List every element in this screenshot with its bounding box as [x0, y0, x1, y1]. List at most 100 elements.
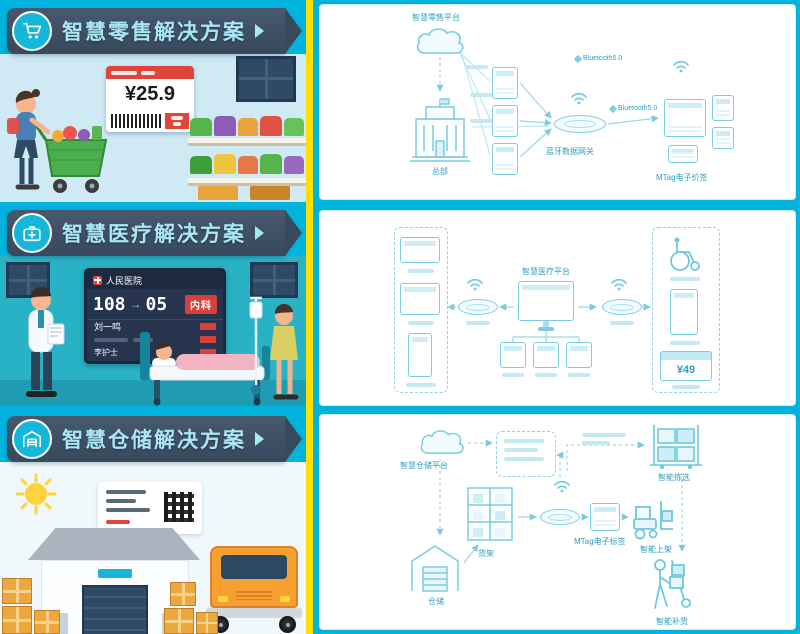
bluetooth-text: Bluetooth5.0: [583, 55, 623, 62]
shelf-label: 货架: [478, 549, 494, 558]
text-placeholder-bar: [582, 441, 610, 445]
bedside-card-header: [661, 352, 711, 360]
medical-icon-circle: [12, 213, 52, 253]
produce-item: [260, 154, 282, 174]
headquarters-building-icon: [410, 98, 470, 162]
text-placeholder-bar: [94, 337, 128, 342]
bluetooth-label: Bluetooth5.0: [573, 54, 623, 63]
text-placeholder-bar: [466, 321, 490, 325]
bluetooth-icon: [573, 54, 583, 63]
produce-item: [214, 116, 236, 136]
cloud-icon: [420, 430, 464, 454]
mtag-label: MTag电子价签: [656, 173, 708, 182]
bedside-card-icon: ¥49: [660, 351, 712, 381]
text-placeholder-bar: [470, 93, 492, 97]
queue-display-board: 人民医院 108 → 05 内科 刘一鸣 李护士: [84, 268, 226, 364]
esl-header: [106, 66, 194, 79]
cargo-box: [2, 606, 32, 634]
text-placeholder-bar: [106, 499, 136, 503]
window: [236, 56, 296, 102]
cargo-box: [164, 608, 194, 634]
red-cross-icon: [93, 275, 102, 285]
warehouse-diagram-panel: 智慧仓储平台 仓储 货架: [319, 414, 796, 630]
text-placeholder-bar: [408, 321, 434, 325]
banner-warehouse: 智慧仓储解决方案: [7, 416, 302, 462]
text-placeholder-bar: [504, 439, 544, 443]
produce-crate: [250, 186, 290, 200]
room-devices-group: [394, 227, 448, 393]
produce-item: [238, 118, 258, 136]
produce-crate: [198, 186, 238, 200]
patient-row: 李护士: [87, 346, 223, 359]
retail-illustration: ¥25.9: [0, 54, 306, 202]
warehouse-esl-card: [98, 482, 202, 534]
cargo-box: [34, 610, 60, 634]
wifi-icon: [673, 60, 689, 73]
produce-item: [214, 154, 236, 174]
wheelchair-icon: [670, 237, 700, 271]
smart-picking-label: 智能拣选: [658, 473, 690, 482]
warehouse-mtag-label: MTag电子标签: [574, 537, 626, 546]
banner-warehouse-title: 智慧仓储解决方案: [62, 429, 246, 452]
cargo-box: [170, 582, 196, 606]
retail-icon-circle: [12, 11, 52, 51]
text-placeholder-bar: [504, 448, 538, 452]
medical-diagram-connectors: [447, 303, 651, 342]
warehouse-roof: [28, 528, 200, 560]
subsystem-node: [566, 342, 592, 368]
window: [250, 262, 298, 298]
produce-item: [190, 156, 212, 174]
title-chevron-icon: [255, 24, 264, 38]
queue-number-row: 108 → 05 内科: [87, 289, 223, 320]
retail-diagram-connectors: [436, 50, 659, 158]
shelf-rack-icon: [467, 487, 513, 541]
esl-tag-icon: [668, 145, 698, 163]
medical-diagram-panel: 智慧医疗平台: [319, 210, 796, 406]
patient-row: 刘一鸣: [87, 320, 223, 333]
text-placeholder-bar: [504, 457, 544, 461]
patient-name: 李护士: [94, 348, 118, 357]
bedside-card-value: ¥49: [676, 364, 696, 376]
door-sign-icon: [400, 237, 440, 263]
electronic-shelf-label: ¥25.9: [106, 66, 194, 132]
worker-handtruck-icon: [654, 559, 691, 609]
title-chevron-icon: [255, 226, 264, 240]
esl-price: ¥25.9: [124, 83, 176, 105]
warehouse-diagram-connectors: [436, 439, 686, 564]
gateway-icon: [540, 509, 580, 525]
truck-wheel: [279, 616, 296, 633]
doctor-illustration: [26, 286, 65, 397]
monitor-base: [538, 327, 554, 331]
produce-item: [284, 118, 304, 136]
picking-cart-icon: [650, 425, 702, 469]
shopping-cart-icon: [22, 22, 42, 39]
gateway-icon: [602, 299, 642, 315]
banner-medical-title: 智慧医疗解决方案: [62, 223, 246, 246]
shelf-board: [188, 178, 306, 186]
esl-tag-icon: [712, 127, 734, 149]
warehouse-label: 仓储: [428, 597, 444, 606]
medical-platform-label: 智慧医疗平台: [522, 267, 570, 276]
headquarters-label: 总部: [432, 167, 448, 176]
subsystem-node: [533, 342, 559, 368]
wifi-icon: [467, 278, 483, 291]
department-badge: 内科: [185, 294, 217, 314]
text-placeholder-bar: [582, 433, 626, 437]
patient-name: 刘一鸣: [94, 322, 122, 332]
truck-headlight: [280, 596, 290, 602]
queue-number: 108: [93, 293, 126, 315]
text-placeholder-bar: [672, 385, 700, 389]
cloud-icon: [416, 28, 464, 54]
self-service-kiosk-icon: [670, 289, 698, 335]
patient-bed-illustration: [140, 332, 270, 406]
barcode: [111, 114, 161, 128]
status-chip: [200, 349, 216, 356]
ward-sign-icon: [400, 283, 440, 315]
text-placeholder-bar: [610, 321, 634, 325]
truck-headlight: [218, 596, 228, 602]
truck-grille: [236, 591, 272, 600]
cargo-box: [196, 612, 218, 634]
gateway-label: 蓝牙数据网关: [546, 147, 594, 156]
esl-tag-icon: [664, 99, 706, 137]
